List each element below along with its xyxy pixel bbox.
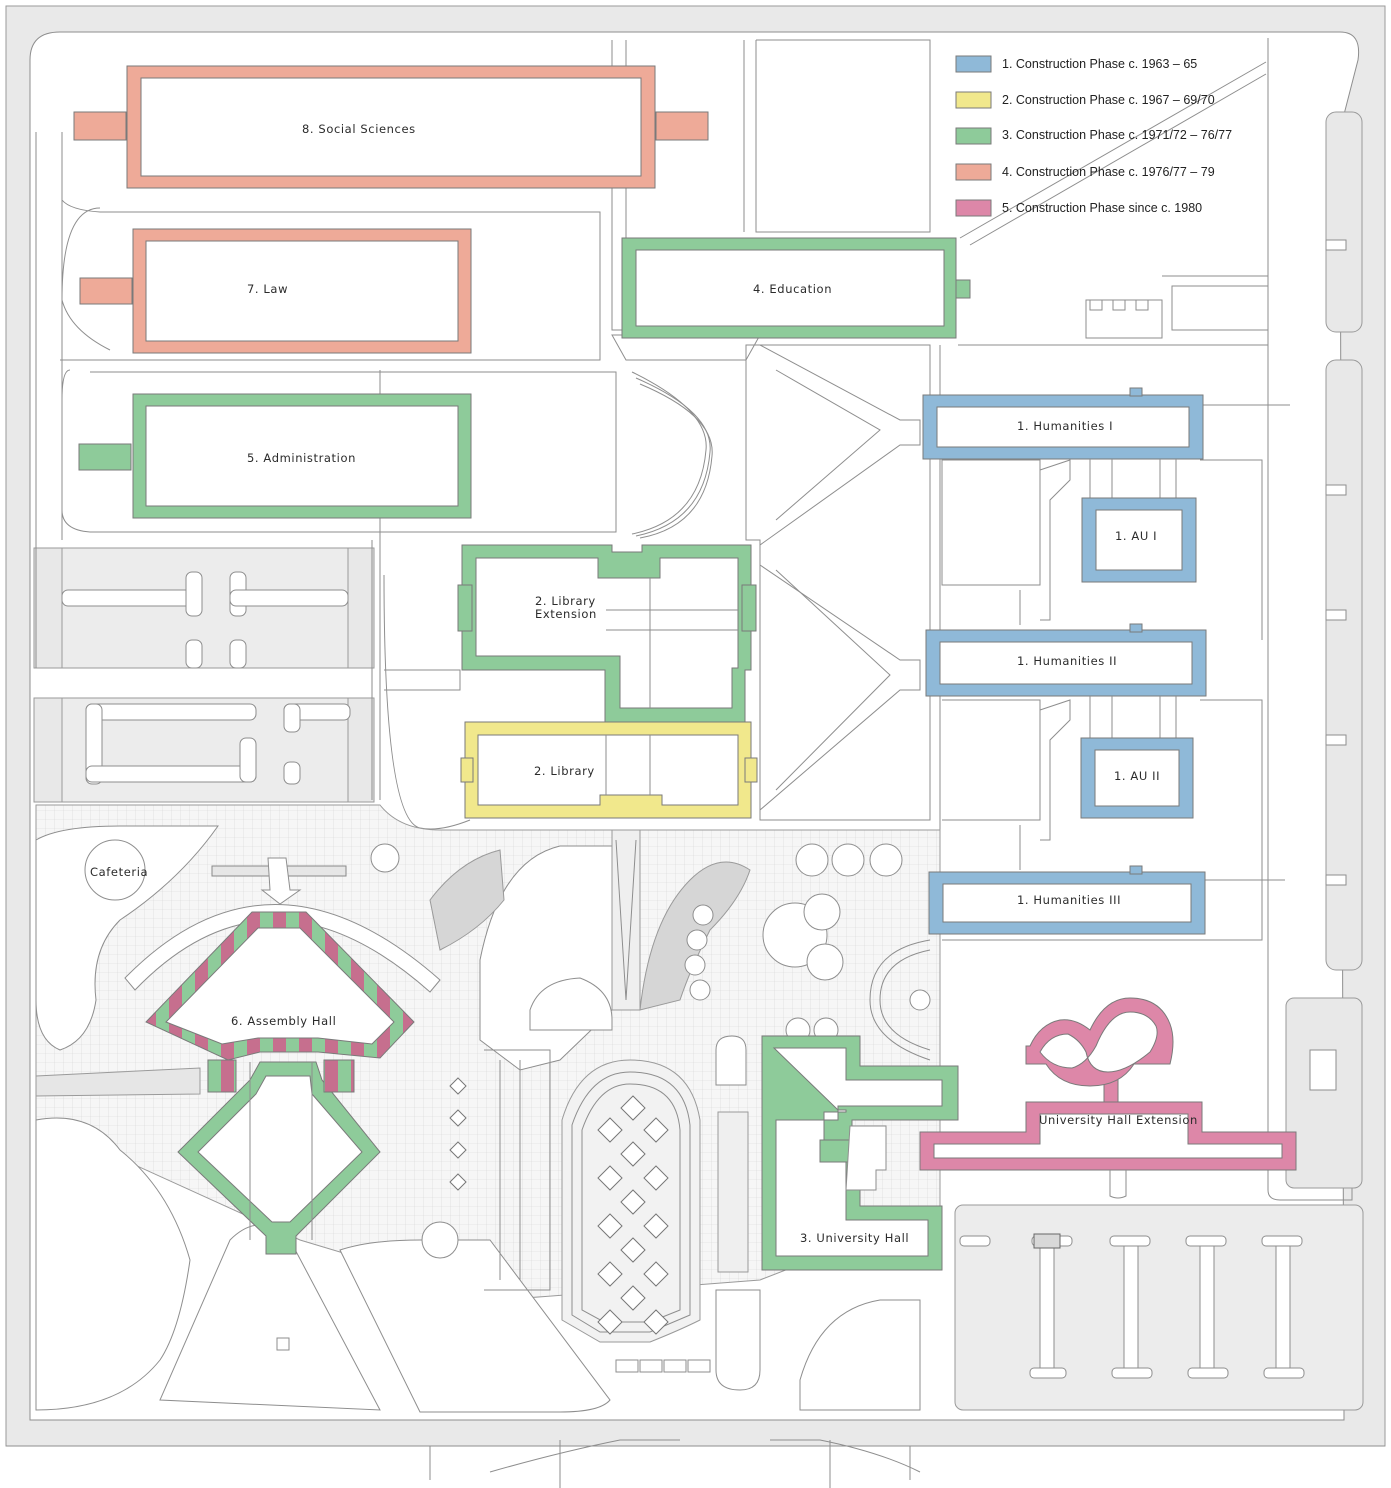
road-network xyxy=(35,39,1269,1200)
label-library-extension-line2: Extension xyxy=(535,607,597,621)
label-assembly-hall: 6. Assembly Hall xyxy=(231,1014,336,1028)
east-courtyards xyxy=(941,404,1290,941)
building-au-2[interactable]: 1. AU II xyxy=(1080,696,1194,819)
legend-item-phase-3: 3. Construction Phase c. 1971/72 – 76/77 xyxy=(955,127,1232,145)
building-humanities-2[interactable]: 1. Humanities II xyxy=(925,623,1207,697)
label-cafeteria: Cafeteria xyxy=(90,865,148,879)
legend-swatch xyxy=(955,55,992,73)
building-law[interactable]: 7. Law xyxy=(79,228,472,354)
label-humanities-1: 1. Humanities I xyxy=(1017,419,1113,433)
cafeteria-building xyxy=(84,839,146,901)
label-administration: 5. Administration xyxy=(247,451,356,465)
legend-swatch xyxy=(955,91,992,109)
building-humanities-3[interactable]: 1. Humanities III xyxy=(928,865,1206,935)
label-education: 4. Education xyxy=(753,282,832,296)
building-administration[interactable]: 5. Administration xyxy=(78,393,472,519)
legend-label: 4. Construction Phase c. 1976/77 – 79 xyxy=(1002,165,1215,179)
parking-lot xyxy=(954,1204,1364,1411)
legend-item-phase-5: 5. Construction Phase since c. 1980 xyxy=(955,199,1202,217)
building-humanities-1[interactable]: 1. Humanities I xyxy=(922,387,1204,460)
building-library-extension[interactable]: 2. Library Extension xyxy=(457,544,757,723)
building-au-1[interactable]: 1. AU I xyxy=(1081,459,1197,583)
label-au-1: 1. AU I xyxy=(1115,529,1157,543)
label-humanities-3: 1. Humanities III xyxy=(1017,893,1121,907)
building-university-hall[interactable]: 3. University Hall xyxy=(761,1035,959,1271)
amphitheatre-tiles xyxy=(597,1095,669,1335)
building-library[interactable]: 2. Library xyxy=(460,721,758,819)
legend-item-phase-1: 1. Construction Phase c. 1963 – 65 xyxy=(955,55,1197,73)
east-road xyxy=(1267,38,1363,1201)
legend-item-phase-4: 4. Construction Phase c. 1976/77 – 79 xyxy=(955,163,1215,181)
legend-label: 5. Construction Phase since c. 1980 xyxy=(1002,201,1202,215)
legend-label: 2. Construction Phase c. 1967 – 69/70 xyxy=(1002,93,1215,107)
label-library-extension: 2. Library xyxy=(535,594,596,608)
building-social-sciences[interactable]: 8. Social Sciences xyxy=(73,65,709,189)
label-university-hall-extension: University Hall Extension xyxy=(1039,1113,1198,1127)
legend-swatch xyxy=(955,199,992,217)
label-social-sciences: 8. Social Sciences xyxy=(302,122,416,136)
label-au-2: 1. AU II xyxy=(1114,769,1160,783)
legend-label: 3. Construction Phase c. 1971/72 – 76/77 xyxy=(1002,128,1232,142)
label-law: 7. Law xyxy=(247,282,288,296)
label-university-hall: 3. University Hall xyxy=(800,1231,909,1245)
building-education[interactable]: 4. Education xyxy=(621,237,971,339)
building-assembly-hall[interactable]: 6. Assembly Hall xyxy=(145,911,415,1255)
legend-swatch xyxy=(955,127,992,145)
label-humanities-2: 1. Humanities II xyxy=(1017,654,1117,668)
legend: 1. Construction Phase c. 1963 – 65 2. Co… xyxy=(955,55,1232,217)
legend-swatch xyxy=(955,163,992,181)
west-parking xyxy=(33,547,375,803)
label-library: 2. Library xyxy=(534,764,595,778)
legend-item-phase-2: 2. Construction Phase c. 1967 – 69/70 xyxy=(955,91,1215,109)
building-university-hall-extension[interactable]: University Hall Extension xyxy=(919,997,1297,1199)
legend-label: 1. Construction Phase c. 1963 – 65 xyxy=(1002,57,1197,71)
